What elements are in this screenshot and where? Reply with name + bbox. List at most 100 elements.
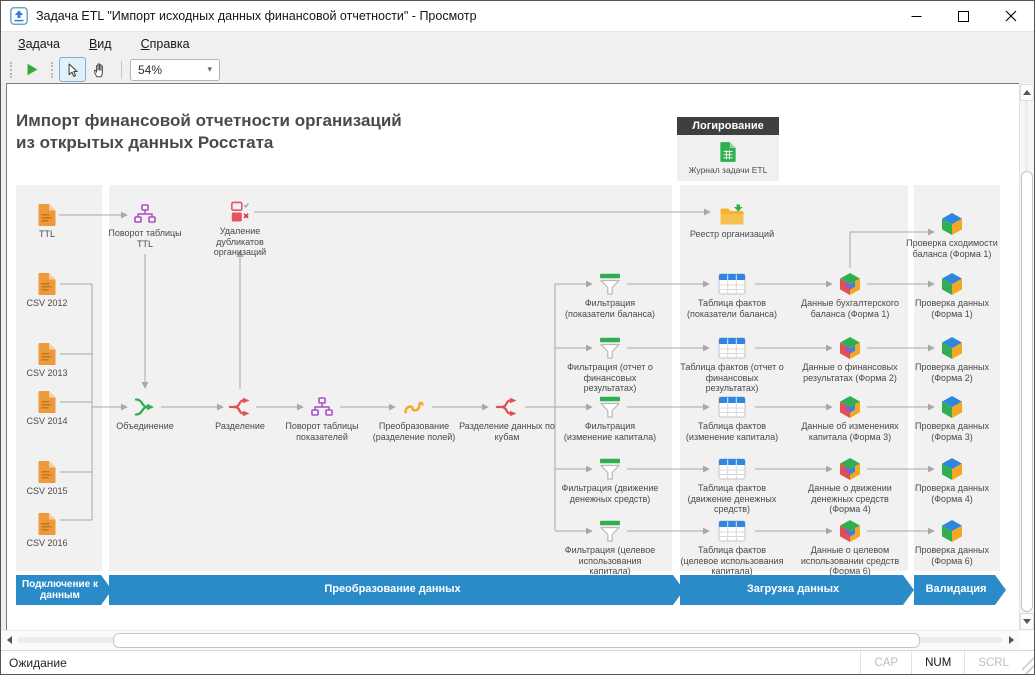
node-check-f2[interactable]: Проверка данных (Форма 2) — [902, 335, 1002, 383]
file-icon — [37, 203, 57, 227]
canvas-area: Импорт финансовой отчетности организаций… — [1, 83, 1034, 631]
vertical-scrollbar[interactable] — [1019, 83, 1034, 631]
file-icon — [37, 390, 57, 414]
menu-help[interactable]: Справка — [140, 36, 190, 51]
logging-header: Логирование — [677, 117, 779, 135]
node-cube-balance[interactable]: Данные бухгалтерского баланса (Форма 1) — [797, 271, 903, 319]
pivot-icon — [310, 397, 334, 417]
app-icon — [10, 7, 28, 25]
node-filter-target[interactable]: Фильтрация (целевое использования капита… — [560, 518, 660, 577]
pan-tool-button[interactable] — [86, 57, 113, 82]
node-check-f4[interactable]: Проверка данных (Форма 4) — [902, 456, 1002, 504]
node-csv-2015[interactable]: CSV 2015 — [7, 459, 87, 497]
cube-check-icon — [941, 212, 963, 236]
file-icon — [37, 342, 57, 366]
file-icon — [37, 460, 57, 484]
close-button[interactable] — [987, 1, 1034, 31]
node-cube-finres[interactable]: Данные о финансовых результатах (Форма 2… — [797, 335, 903, 383]
node-csv-2012[interactable]: CSV 2012 — [7, 271, 87, 309]
node-filter-capital[interactable]: Фильтрация (изменение капитала) — [560, 394, 660, 442]
diagram-canvas[interactable]: Импорт финансовой отчетности организаций… — [6, 83, 1020, 631]
statusbar: Ожидание CAP NUM SCRL — [1, 650, 1034, 674]
hscroll-thumb[interactable] — [113, 633, 920, 648]
node-csv-2016[interactable]: CSV 2016 — [7, 511, 87, 549]
zoom-combobox[interactable]: 54% ▾ — [130, 58, 220, 81]
cube-check-icon — [941, 519, 963, 543]
cube-check-icon — [941, 272, 963, 296]
caps-lock-indicator: CAP — [860, 651, 911, 674]
diagram-title: Импорт финансовой отчетности организаций… — [16, 111, 402, 152]
node-transform-fields[interactable]: Преобразование (разделение полей) — [364, 394, 464, 442]
node-pivot-indicators[interactable]: Поворот таблицы показателей — [272, 394, 372, 442]
zoom-value: 54% — [138, 62, 163, 77]
maximize-button[interactable] — [940, 1, 987, 31]
scroll-left-button[interactable] — [3, 633, 16, 647]
node-split[interactable]: Разделение — [190, 394, 290, 432]
scroll-up-button[interactable] — [1020, 84, 1034, 101]
node-check-convergence[interactable]: Проверка сходимости баланса (Форма 1) — [902, 211, 1002, 259]
node-filter-cash[interactable]: Фильтрация (движение денежных средств) — [560, 456, 660, 504]
node-check-f3[interactable]: Проверка данных (Форма 3) — [902, 394, 1002, 442]
toolbar-grip — [51, 61, 53, 78]
vscroll-thumb[interactable] — [1021, 171, 1033, 612]
node-pivot-ttl[interactable]: Поворот таблицы TTL — [100, 201, 190, 249]
node-fact-balance[interactable]: Таблица фактов (показатели баланса) — [679, 271, 785, 319]
node-dedupe[interactable]: Удаление дубликатов организаций — [203, 199, 277, 258]
resize-grip[interactable] — [1022, 651, 1034, 674]
node-cube-cash[interactable]: Данные о движении денежных средств (Форм… — [797, 456, 903, 515]
cube-icon — [839, 272, 861, 296]
panel-connection — [16, 185, 102, 571]
node-ttl[interactable]: TTL — [7, 202, 87, 240]
cube-icon — [839, 395, 861, 419]
node-fact-target[interactable]: Таблица фактов (целевое использования ка… — [679, 518, 785, 577]
node-check-f1[interactable]: Проверка данных (Форма 1) — [902, 271, 1002, 319]
node-cube-target[interactable]: Данные о целевом использовании средств (… — [797, 518, 903, 577]
funnel-icon — [599, 396, 621, 418]
node-fact-finres[interactable]: Таблица фактов (отчет о финансовых резул… — [679, 335, 785, 394]
menu-view[interactable]: Вид — [88, 36, 112, 51]
panel-transform — [109, 185, 672, 571]
cube-check-icon — [941, 395, 963, 419]
play-icon — [27, 63, 37, 76]
log-item-label[interactable]: Журнал задачи ETL — [688, 165, 768, 175]
node-fact-capital[interactable]: Таблица фактов (изменение капитала) — [679, 394, 785, 442]
cube-check-icon — [941, 336, 963, 360]
scroll-up-icon — [1023, 90, 1031, 95]
cube-icon — [839, 519, 861, 543]
node-csv-2014[interactable]: CSV 2014 — [7, 389, 87, 427]
chevron-down-icon: ▾ — [207, 64, 212, 74]
lane-load: Загрузка данных — [680, 575, 914, 605]
file-icon — [37, 512, 57, 536]
cursor-icon — [68, 63, 78, 77]
minimize-button[interactable] — [893, 1, 940, 31]
folder-icon — [719, 204, 745, 226]
select-tool-button[interactable] — [59, 57, 86, 82]
node-filter-finres[interactable]: Фильтрация (отчет о финансовых результат… — [560, 335, 660, 394]
table-icon — [718, 396, 746, 418]
cube-icon — [839, 457, 861, 481]
node-cube-capital[interactable]: Данные об изменениях капитала (Форма 3) — [797, 394, 903, 442]
table-icon — [718, 337, 746, 359]
cube-check-icon — [941, 457, 963, 481]
hand-icon — [94, 62, 103, 77]
node-fact-cash[interactable]: Таблица фактов (движение денежных средст… — [679, 456, 785, 515]
num-lock-indicator: NUM — [911, 651, 964, 674]
menu-task[interactable]: Задача — [18, 36, 60, 51]
scroll-lock-indicator: SCRL — [964, 651, 1022, 674]
scroll-right-icon — [1009, 636, 1014, 644]
node-check-f6[interactable]: Проверка данных (Форма 6) — [902, 518, 1002, 566]
node-merge[interactable]: Объединение — [95, 394, 195, 432]
run-button[interactable] — [18, 57, 45, 82]
pivot-icon — [133, 204, 157, 224]
scroll-right-button[interactable] — [1005, 633, 1018, 647]
node-registry[interactable]: Реестр организаций — [679, 202, 785, 240]
scroll-down-button[interactable] — [1020, 613, 1034, 630]
transform-icon — [403, 399, 425, 415]
node-split-cubes[interactable]: Разделение данных по кубам — [457, 394, 557, 442]
node-filter-balance[interactable]: Фильтрация (показатели баланса) — [560, 271, 660, 319]
horizontal-scrollbar[interactable] — [1, 630, 1020, 650]
node-csv-2013[interactable]: CSV 2013 — [7, 341, 87, 379]
toolbar-separator — [121, 60, 122, 79]
table-icon — [718, 458, 746, 480]
table-icon — [718, 273, 746, 295]
